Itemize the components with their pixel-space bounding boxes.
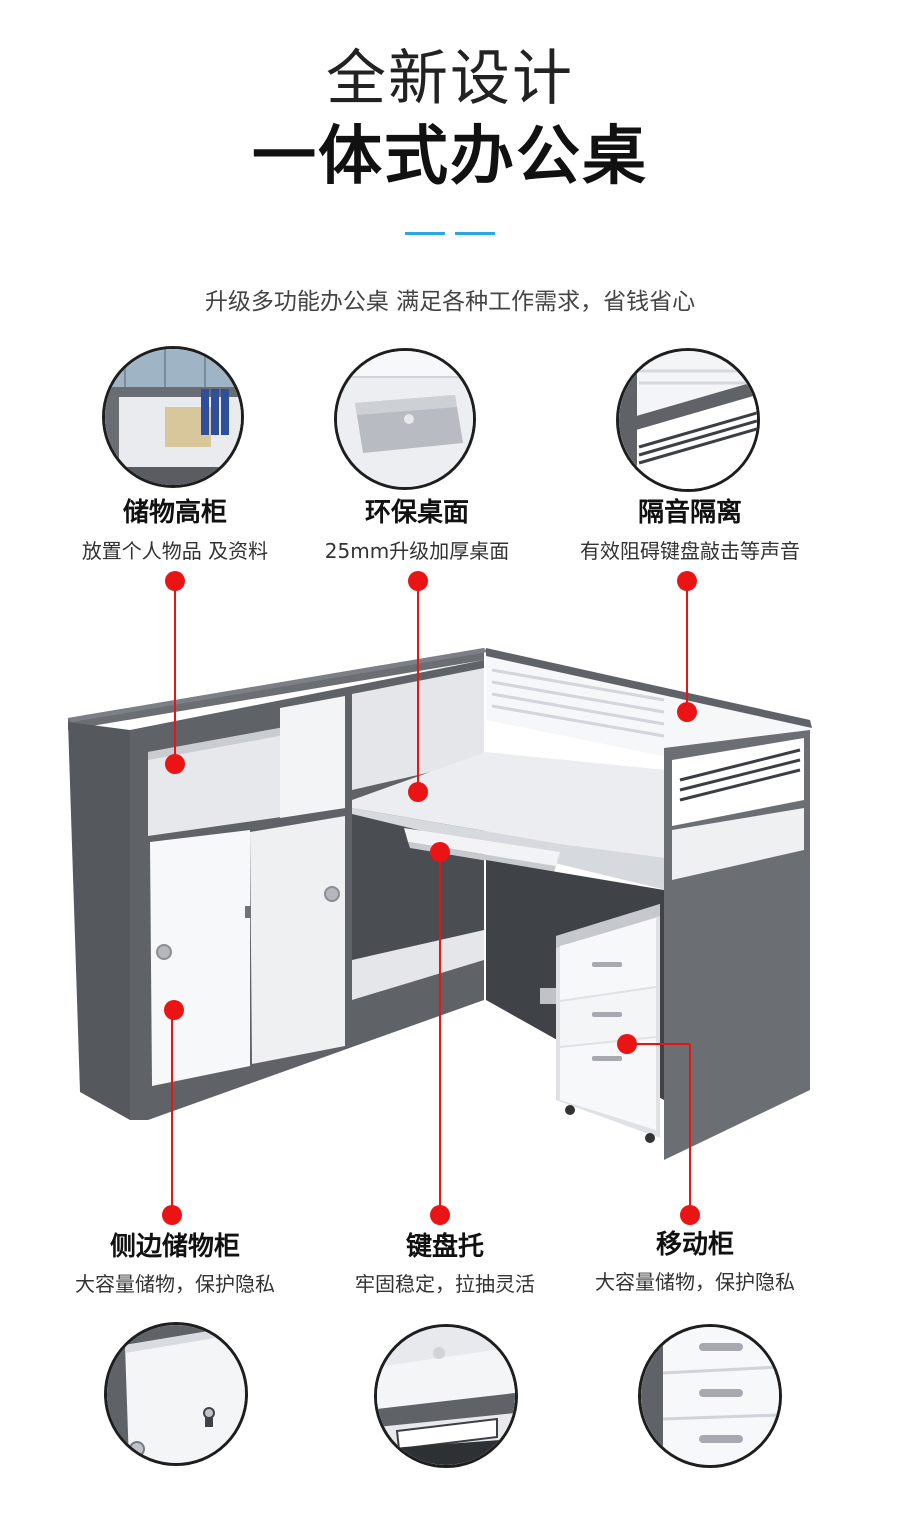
callout-dot-keyboard-bottom [430,1205,450,1225]
feature-name-desktop: 环保桌面 [364,498,469,528]
callout-dot-drawer-bottom [680,1205,700,1225]
partition-closeup-image [616,348,760,492]
feature-desc-storage-cabinet: 放置个人物品 及资料 [81,539,269,563]
feature-name-side-cabinet: 侧边储物柜 [109,1232,240,1262]
feature-desc-keyboard-tray: 牢固稳定，拉抽灵活 [355,1272,535,1296]
mobile-drawer-closeup-image [638,1324,782,1468]
title-line1: 全新设计 [326,44,574,114]
side-cabinet-closeup-image [104,1322,248,1466]
feature-name-partition: 隔音隔离 [637,498,742,528]
feature-desc-partition: 有效阻碍键盘敲击等声音 [580,539,800,563]
callout-dot-storage-top [165,571,185,591]
callout-dot-storage-target [165,754,185,774]
callout-dot-partition-target [677,702,697,722]
accent-dash-right [455,232,495,235]
subtitle: 升级多功能办公桌 满足各种工作需求，省钱省心 [204,289,696,315]
callout-dot-desktop-target [408,782,428,802]
feature-name-mobile-drawer: 移动柜 [655,1230,734,1260]
feature-desc-desktop: 25mm升级加厚桌面 [324,539,510,563]
callout-dot-partition-top [677,571,697,591]
feature-name-keyboard-tray: 键盘托 [405,1232,484,1262]
callout-dot-side-cabinet-bottom [162,1205,182,1225]
feature-name-storage-cabinet: 储物高柜 [122,498,227,528]
callout-dot-desktop-top [408,571,428,591]
office-desk-illustration [68,581,812,1215]
feature-desc-side-cabinet: 大容量储物，保护隐私 [75,1272,275,1296]
title-line2: 一体式办公桌 [252,120,648,194]
desktop-closeup-image [334,348,476,490]
callout-dot-drawer-target [617,1034,637,1054]
callout-dot-keyboard-target [430,842,450,862]
storage-cabinet-closeup-image [102,346,244,488]
callout-dot-side-cabinet-target [164,1000,184,1020]
keyboard-tray-closeup-image [374,1324,518,1468]
accent-dash-left [405,232,445,235]
feature-desc-mobile-drawer: 大容量储物，保护隐私 [595,1270,795,1294]
